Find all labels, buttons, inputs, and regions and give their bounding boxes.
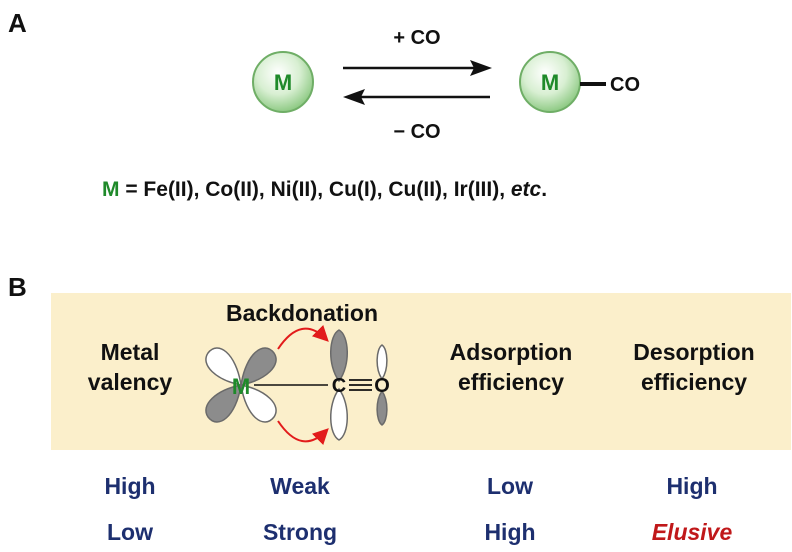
row1-adsorption: Low — [487, 473, 533, 499]
row2-valency: Low — [107, 519, 153, 545]
panel-b-label: B — [8, 272, 27, 302]
reactant-metal-symbol: M — [274, 70, 292, 95]
product-metal-symbol: M — [541, 70, 559, 95]
orbital-metal-symbol: M — [232, 374, 250, 399]
metal-valency-header-line1: Metal — [100, 339, 160, 365]
metal-d-orbital — [205, 347, 277, 423]
backdonation-arrow-top — [277, 325, 329, 350]
adsorption-header: Adsorption efficiency — [420, 338, 602, 398]
metal-list: M = Fe(II), Co(II), Ni(II), Cu(I), Cu(II… — [102, 178, 547, 202]
backdonation-title: Backdonation — [225, 300, 379, 326]
carbon-symbol: C — [332, 375, 346, 397]
desorption-header: Desorption efficiency — [598, 338, 790, 398]
co-triple-bond — [349, 379, 372, 391]
oxygen-symbol: O — [374, 375, 390, 397]
metal-list-symbol: M — [102, 178, 120, 201]
reverse-arrow — [343, 89, 490, 105]
forward-arrow — [343, 60, 492, 76]
co-pi-star-orbital — [330, 329, 388, 441]
desorption-header-line1: Desorption — [633, 339, 755, 365]
row1-valency: High — [104, 473, 156, 499]
backdonation-arrow-bottom — [277, 420, 329, 446]
panel-a-label: A — [8, 8, 27, 38]
row1-backdonation: Weak — [270, 473, 330, 499]
reactant-metal-ball: M — [252, 51, 314, 113]
metal-valency-header-line2: valency — [87, 368, 173, 395]
metal-list-etc: etc — [510, 178, 542, 201]
row2-backdonation: Strong — [262, 519, 338, 545]
metal-list-text: = Fe(II), Co(II), Ni(II), Cu(I), Cu(II),… — [119, 178, 511, 201]
adsorption-header-line1: Adsorption — [449, 339, 573, 365]
reverse-label: − CO — [393, 121, 440, 143]
metal-list-end: . — [541, 178, 548, 201]
product-co-label: CO — [610, 74, 640, 96]
product-metal-ball: M — [519, 51, 581, 113]
backdonation-orbital-diagram: M C O — [205, 325, 390, 446]
property-band — [51, 293, 791, 450]
desorption-header-line2: efficiency — [640, 368, 748, 395]
row2-desorption: Elusive — [651, 519, 733, 545]
metal-valency-header: Metal valency — [66, 338, 194, 398]
forward-label: + CO — [393, 27, 440, 49]
row2-adsorption: High — [484, 519, 536, 545]
co-binding-equilibrium-scheme: M + CO − CO M CO — [252, 27, 640, 143]
row1-desorption: High — [666, 473, 718, 499]
adsorption-header-line2: efficiency — [457, 368, 565, 395]
